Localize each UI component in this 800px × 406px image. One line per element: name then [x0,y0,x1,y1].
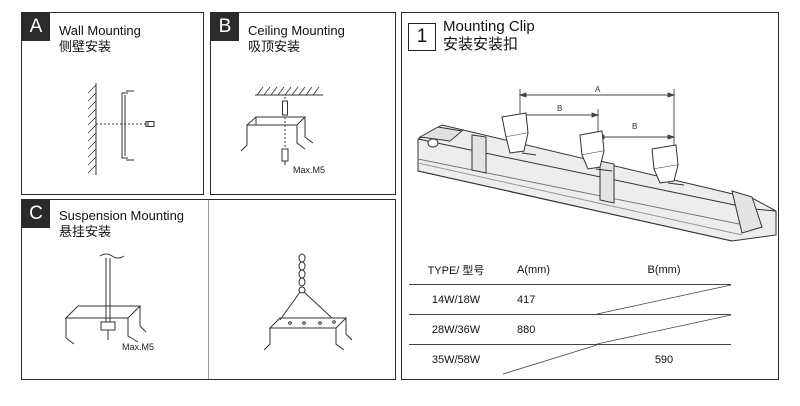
cell-a-empty [502,344,598,375]
table-row: 35W/58W 590 [409,344,731,375]
suspension-rod-illustration [64,253,147,345]
panel-c-divider [208,200,209,379]
suspension-chain-illustration [263,253,353,351]
spec-table: TYPE/ 型号 A(mm) B(mm) 14W/18W 417 28W/36W… [409,255,732,375]
luminaire-with-clips-illustration [417,89,777,242]
cell-b-empty [596,314,732,345]
cell-a: 417 [503,284,597,315]
cell-a: 880 [503,314,597,345]
ceiling-mounting-illustration [240,86,323,165]
panel-ceiling-mounting: B Ceiling Mounting 吸顶安装 Max.M5 [210,12,396,195]
panel-c-title-cn: 悬挂安装 [59,224,112,239]
dimension-a-label: A [595,85,601,94]
cell-type: 14W/18W [409,284,503,315]
spec-table-header: TYPE/ 型号 A(mm) B(mm) [409,255,731,285]
dimension-b-left-label: B [557,104,563,113]
table-row: 28W/36W 880 [409,314,732,345]
panel-c-title-en: Suspension Mounting [59,208,185,223]
panel-1-title-cn: 安装安装扣 [443,36,519,53]
panel-c-badge: C [22,200,50,228]
panel-wall-mounting: A Wall Mounting 侧壁安装 [21,12,204,195]
panel-a-title-cn: 侧壁安装 [59,39,112,54]
cell-diagonal-line [596,314,732,345]
cell-diagonal-line [502,344,598,375]
header-a: A(mm) [503,255,597,285]
panel-a-badge: A [22,13,50,41]
cell-diagonal-line [596,284,732,315]
panel-mounting-clip: 1 Mounting Clip 安装安装扣 [401,12,779,380]
panel-b-title-cn: 吸顶安装 [248,39,301,54]
panel-c-screw-label: Max.M5 [122,342,155,352]
wall-mounting-illustration [87,83,155,175]
cell-type: 35W/58W [431,353,481,366]
header-type: TYPE/ 型号 [409,255,503,285]
header-b: B(mm) [597,255,731,285]
panel-1-badge: 1 [408,23,436,51]
cell-b: 590 [654,353,674,366]
panel-a-title-en: Wall Mounting [59,23,141,38]
dimension-b-right-label: B [632,122,638,131]
cell-b-empty [596,284,732,315]
table-row: 14W/18W 417 [409,284,732,315]
panel-b-badge: B [211,13,239,41]
cell-type: 28W/36W [409,314,503,345]
panel-b-title-en: Ceiling Mounting [248,23,345,38]
panel-b-screw-label: Max.M5 [293,165,326,175]
panel-suspension-mounting: C Suspension Mounting 悬挂安装 Max.M5 [21,199,396,380]
panel-1-title-en: Mounting Clip [443,18,535,35]
